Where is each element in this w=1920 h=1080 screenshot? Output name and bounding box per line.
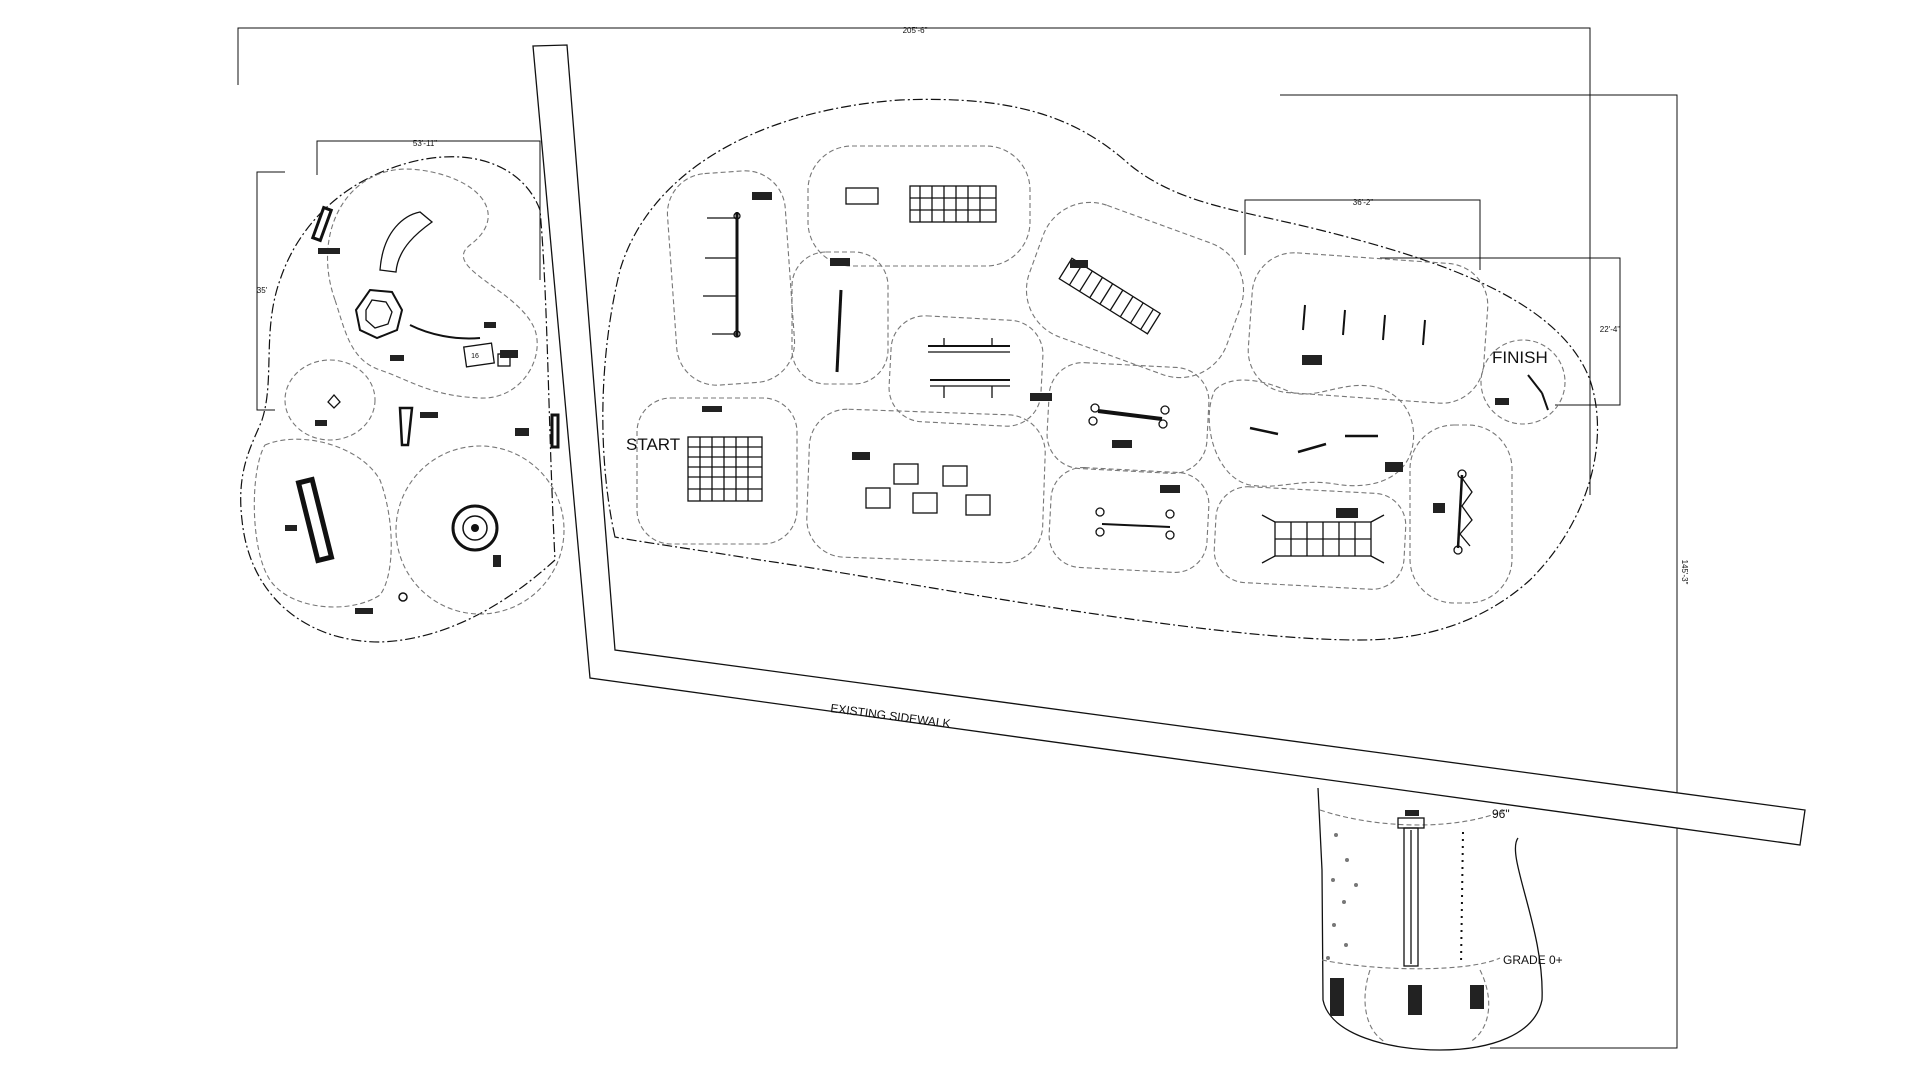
height-96-label: 96" xyxy=(1492,807,1510,821)
course-right-dimension: 22'-4" xyxy=(1600,325,1621,334)
overall-dimension-lines xyxy=(237,27,1678,1049)
course-top-dimension: 36'-2" xyxy=(1353,198,1374,207)
climbing-area xyxy=(1317,787,1543,1051)
right-overall-dimension: 145'-3" xyxy=(1680,560,1689,585)
finish-label: FINISH xyxy=(1492,348,1548,367)
top-overall-dimension: 205'-6" xyxy=(903,26,928,35)
playground-area: 16 xyxy=(240,140,565,643)
existing-sidewalk xyxy=(532,44,1806,846)
slide-platform-number: 16 xyxy=(471,353,479,360)
grade-label: GRADE 0+ xyxy=(1503,953,1563,967)
play-area-left-dimension: 35' xyxy=(257,286,268,295)
play-area-top-dimension: 53'-11" xyxy=(413,139,437,148)
obstacle-course-area xyxy=(602,98,1621,641)
start-label: START xyxy=(626,435,680,454)
